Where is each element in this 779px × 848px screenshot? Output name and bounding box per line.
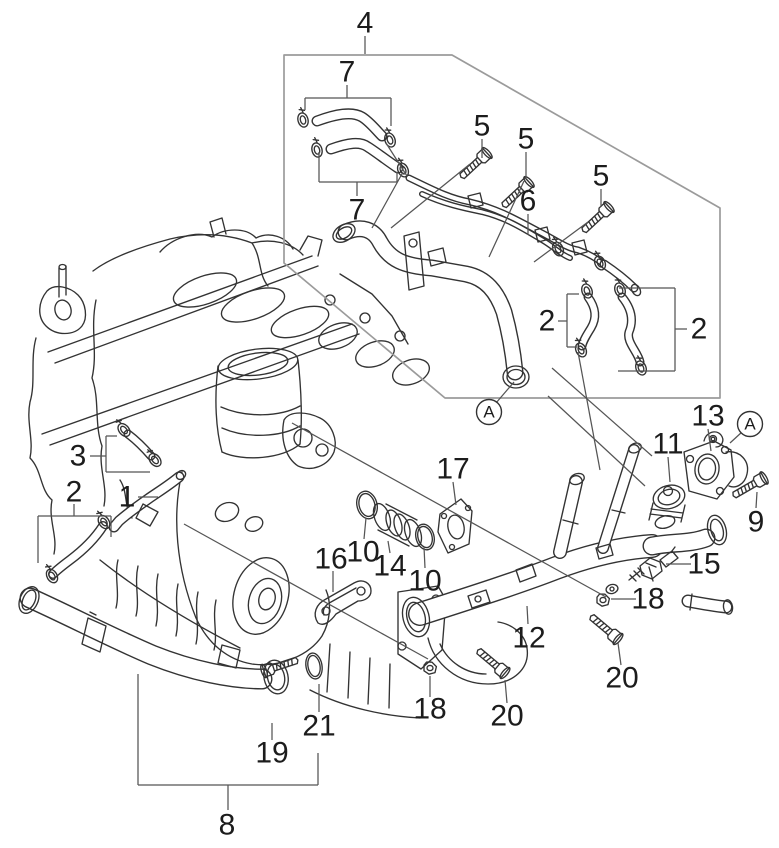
pipe-6-art xyxy=(405,174,642,297)
callout-label-20: 20 xyxy=(605,662,638,695)
callout-label-3: 3 xyxy=(70,440,87,473)
callout-label-7: 7 xyxy=(339,56,356,89)
callout-label-17: 17 xyxy=(436,453,469,486)
group-4-boundary-box xyxy=(283,54,721,399)
callout-label-4: 4 xyxy=(357,7,374,40)
coolant-pipe-8-art xyxy=(18,586,289,695)
callout-label-18: 18 xyxy=(631,583,664,616)
callout-label-5: 5 xyxy=(474,110,491,143)
hose-2-left-art xyxy=(40,508,113,586)
callout-label-1: 1 xyxy=(119,481,136,514)
hose-2-box-right-art xyxy=(610,275,649,378)
hose-3-art xyxy=(111,416,165,470)
callout-label-7: 7 xyxy=(349,194,366,227)
callout-label-20: 20 xyxy=(490,700,523,733)
thermostat-11-art xyxy=(648,484,686,530)
water-pipe-assembly-12-art xyxy=(397,442,734,685)
callout-label-9: 9 xyxy=(748,506,765,539)
callout-label-2: 2 xyxy=(66,476,83,509)
callout-circle-A xyxy=(475,398,503,426)
callout-label-13: 13 xyxy=(691,400,724,433)
callout-label-18: 18 xyxy=(413,693,446,726)
callout-label-16: 16 xyxy=(314,543,347,576)
callout-label-12: 12 xyxy=(512,622,545,655)
callout-label-A: A xyxy=(744,415,756,434)
callout-label-A: A xyxy=(483,403,495,422)
o-ring-10-left-art xyxy=(356,490,378,520)
hose-7-lower-art xyxy=(308,135,412,180)
leader-lines xyxy=(37,36,758,810)
bracket-16-art xyxy=(314,580,372,625)
fitting-14-art xyxy=(372,502,423,548)
o-ring-10-right-art xyxy=(415,523,435,551)
callout-label-6: 6 xyxy=(520,185,537,218)
callout-label-15: 15 xyxy=(687,548,720,581)
temp-sensor-15-art xyxy=(628,546,679,582)
o-ring-21-art xyxy=(305,652,323,680)
callout-label-14: 14 xyxy=(373,550,406,583)
engine-block-art xyxy=(28,217,430,719)
hose-7-upper-art xyxy=(294,105,398,150)
callout-label-10: 10 xyxy=(346,536,379,569)
group-4-pipe-art xyxy=(332,220,530,389)
callout-label-5: 5 xyxy=(518,123,535,156)
hose-2-box-left-art xyxy=(570,276,600,360)
gasket-17-art xyxy=(437,498,473,554)
callout-label-2: 2 xyxy=(691,313,708,346)
pipe-1-art xyxy=(108,469,187,533)
callout-label-10: 10 xyxy=(408,565,441,598)
callout-label-11: 11 xyxy=(652,428,683,461)
callout-label-21: 21 xyxy=(302,710,335,743)
callout-label-19: 19 xyxy=(255,737,288,770)
callout-label-5: 5 xyxy=(593,160,610,193)
outlet-housing-13-art xyxy=(683,431,749,500)
callout-label-2: 2 xyxy=(539,305,556,338)
callout-circle-A xyxy=(736,410,764,438)
callout-label-8: 8 xyxy=(219,809,236,842)
